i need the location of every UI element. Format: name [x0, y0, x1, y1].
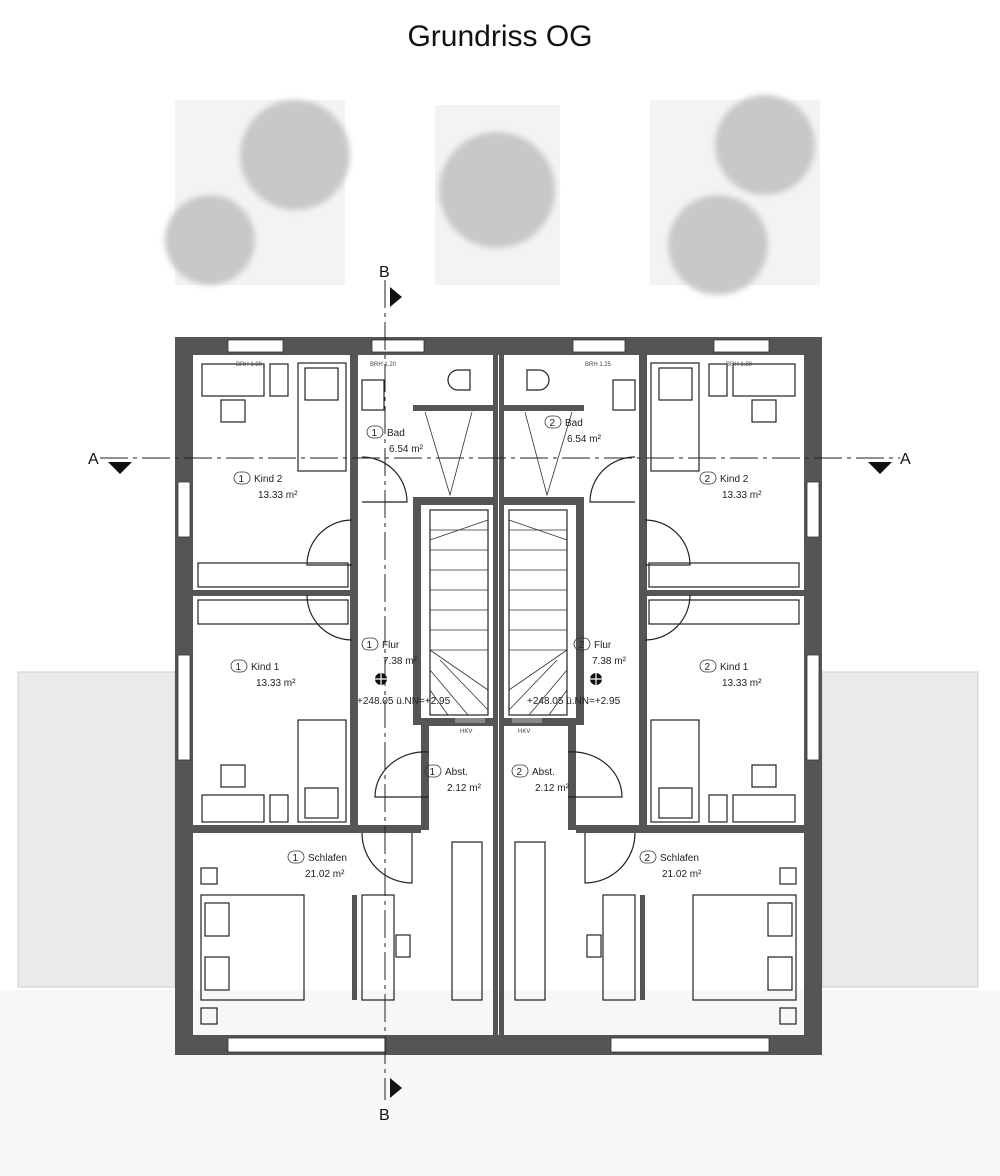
section-line-a: A A [88, 451, 911, 474]
svg-text:Kind 2: Kind 2 [720, 474, 749, 485]
svg-text:21.02 m²: 21.02 m² [305, 869, 345, 880]
svg-text:Kind 1: Kind 1 [251, 662, 280, 673]
svg-text:A: A [88, 451, 99, 468]
svg-text:13.33 m²: 13.33 m² [722, 678, 762, 689]
hkv-label: HKV [518, 729, 530, 735]
svg-text:6.54 m²: 6.54 m² [389, 444, 424, 455]
room-label-kind1: 2 Kind 1 13.33 m² [699, 659, 762, 689]
svg-text:Abst.: Abst. [532, 767, 555, 778]
neighbor-building-left [17, 671, 176, 988]
brh-label: BRH 1.80 [726, 362, 753, 368]
room-label-bad: 1 Bad 6.54 m² [366, 425, 424, 455]
svg-text:Kind 1: Kind 1 [720, 662, 749, 673]
svg-text:2.12 m²: 2.12 m² [535, 783, 570, 794]
svg-text:2: 2 [645, 853, 651, 864]
brh-label: BRH 1.20 [370, 362, 397, 368]
room-label-flur: 1 Flur 7.38 m² [361, 637, 418, 667]
svg-text:Schlafen: Schlafen [660, 853, 699, 864]
svg-text:1: 1 [293, 853, 299, 864]
svg-text:A: A [900, 451, 911, 468]
room-label-abst: 1 Abst. 2.12 m² [424, 764, 482, 794]
brh-label: BRH 1.80 [236, 362, 263, 368]
tree-icon [439, 132, 555, 248]
svg-text:2.12 m²: 2.12 m² [447, 783, 482, 794]
svg-text:7.38 m²: 7.38 m² [592, 656, 627, 667]
svg-text:Abst.: Abst. [445, 767, 468, 778]
hkv-label: HKV [460, 729, 472, 735]
svg-text:Bad: Bad [565, 418, 583, 429]
svg-text:13.33 m²: 13.33 m² [722, 490, 762, 501]
brh-label: BRH 1.25 [585, 362, 612, 368]
svg-text:1: 1 [236, 662, 242, 673]
room-label-kind2: 2 Kind 2 13.33 m² [699, 471, 762, 501]
svg-text:7.38 m²: 7.38 m² [383, 656, 418, 667]
drawing-title: Grundriss OG [407, 20, 593, 53]
svg-text:21.02 m²: 21.02 m² [662, 869, 702, 880]
room-label-kind1: 1 Kind 1 13.33 m² [230, 659, 296, 689]
svg-text:13.33 m²: 13.33 m² [258, 490, 298, 501]
elevation-marker-icon [590, 673, 602, 685]
room-label-kind2: 1 Kind 2 13.33 m² [233, 471, 298, 501]
tree-icon [240, 100, 350, 210]
room-label-schlafen: 1 Schlafen 21.02 m² [287, 850, 347, 880]
svg-text:1: 1 [372, 428, 378, 439]
svg-text:1: 1 [239, 474, 245, 485]
svg-text:Flur: Flur [382, 640, 400, 651]
section-arrow-icon [108, 462, 132, 474]
elevation-marker-icon [375, 673, 387, 685]
elevation-text: +248.05 ü.NN=+2.95 [527, 696, 621, 707]
tree-icon [668, 195, 768, 295]
section-line-b: B B [379, 264, 402, 1124]
tree-icon [165, 195, 255, 285]
svg-text:Bad: Bad [387, 428, 405, 439]
svg-text:B: B [379, 264, 390, 281]
unit-1-plan [174, 336, 501, 1056]
svg-text:1: 1 [430, 767, 436, 778]
section-arrow-icon [390, 1078, 402, 1098]
svg-text:2: 2 [579, 640, 585, 651]
room-label-bad: 2 Bad 6.54 m² [544, 415, 602, 445]
room-label-abst: 2 Abst. 2.12 m² [511, 764, 570, 794]
svg-text:2: 2 [550, 418, 556, 429]
svg-text:2: 2 [705, 662, 711, 673]
section-arrow-icon [390, 287, 402, 307]
svg-text:6.54 m²: 6.54 m² [567, 434, 602, 445]
section-arrow-icon [868, 462, 892, 474]
elevation-text: +248.05 ü.NN=+2.95 [357, 696, 451, 707]
svg-text:Kind 2: Kind 2 [254, 474, 283, 485]
room-label-schlafen: 2 Schlafen 21.02 m² [639, 850, 702, 880]
svg-text:2: 2 [517, 767, 523, 778]
svg-text:Flur: Flur [594, 640, 612, 651]
svg-text:Schlafen: Schlafen [308, 853, 347, 864]
room-label-flur: 2 Flur 7.38 m² [573, 637, 627, 667]
trees [165, 95, 820, 295]
svg-text:13.33 m²: 13.33 m² [256, 678, 296, 689]
neighbor-building-right [821, 671, 979, 988]
tree-icon [715, 95, 815, 195]
svg-text:B: B [379, 1107, 390, 1124]
svg-text:2: 2 [705, 474, 711, 485]
svg-text:1: 1 [367, 640, 373, 651]
